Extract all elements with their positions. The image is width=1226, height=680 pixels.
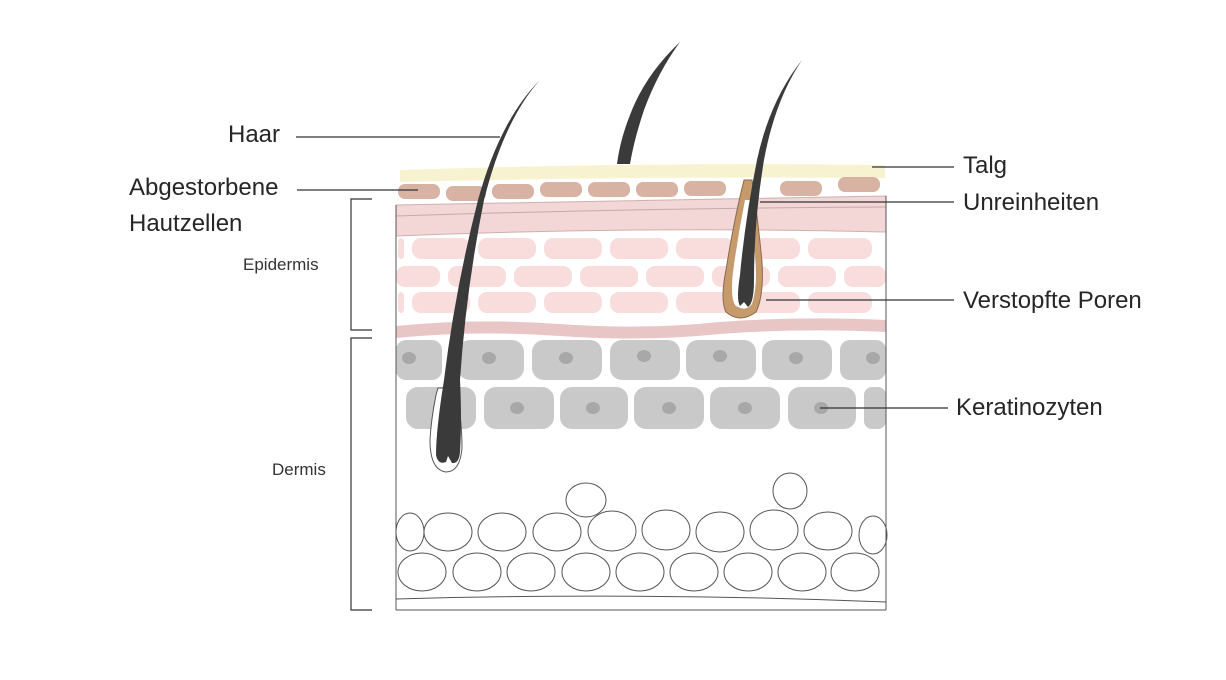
label-dead-cells-line1: Abgestorbene [129,174,279,201]
label-dermis: Dermis [272,460,326,479]
label-clogged-pores: Verstopfte Poren [963,287,1142,314]
skin-block-outline [395,196,887,611]
hair-3 [738,60,802,307]
keratinocytes [396,340,886,429]
dead-skin-cells [398,177,880,201]
label-keratinocytes: Keratinozyten [956,394,1103,421]
basal-band [396,318,886,339]
label-hair: Haar [228,121,281,148]
hair-1 [429,80,540,473]
fat-cells [395,472,888,592]
label-sebum: Talg [963,152,1008,179]
sebum-layer [400,164,885,182]
label-dead-cells-line2: Hautzellen [129,210,243,237]
label-epidermis: Epidermis [243,255,319,274]
leader-lines [296,136,954,409]
hair-2 [617,42,680,164]
label-impurities: Unreinheiten [963,189,1100,216]
epidermis-bracket [350,198,372,331]
dermis-bracket [350,337,372,611]
